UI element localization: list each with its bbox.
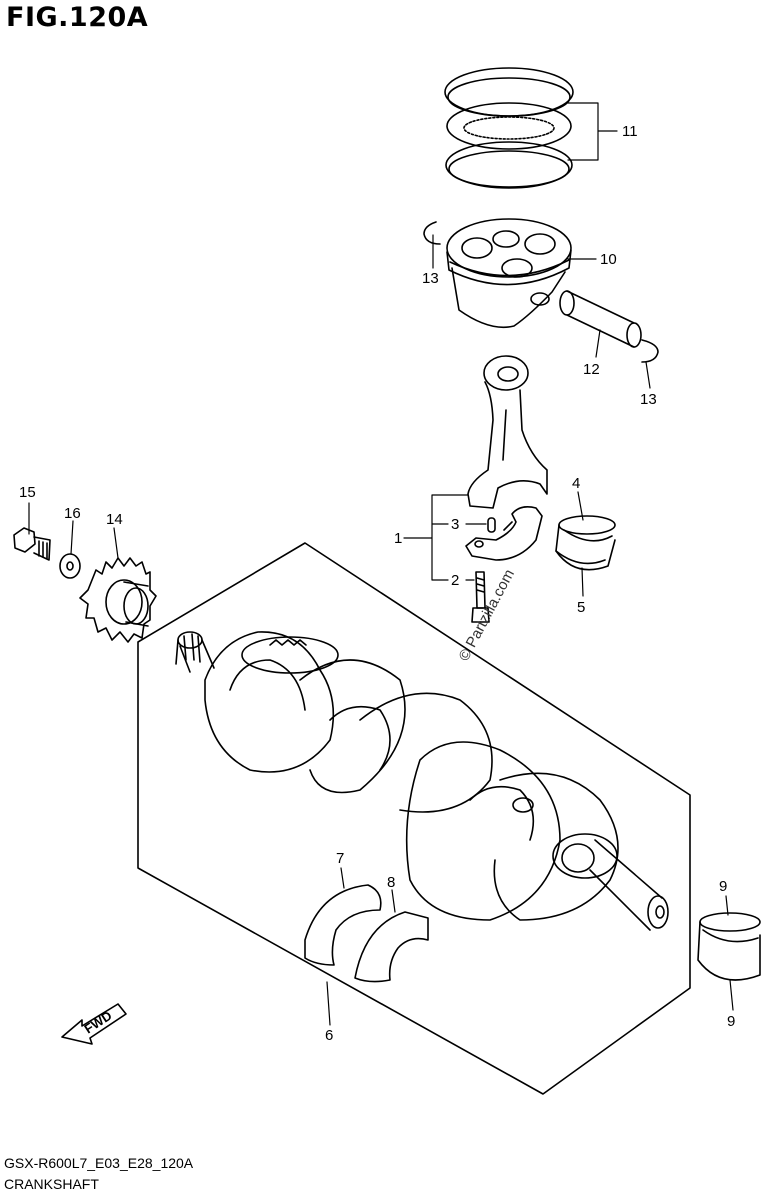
callout-12: 12: [583, 361, 600, 378]
callout-13-lower: 13: [640, 391, 657, 408]
connecting-rod: [467, 355, 548, 509]
cam-drive-sprocket: [79, 557, 157, 643]
callout-11: 11: [622, 123, 638, 140]
circlip-upper: [423, 221, 441, 245]
callout-4: 4: [572, 475, 580, 492]
callout-13-upper: 13: [422, 270, 439, 287]
callout-9-upper: 9: [719, 878, 727, 895]
callout-16: 16: [64, 505, 81, 522]
callout-14: 14: [106, 511, 123, 528]
callout-10: 10: [600, 251, 617, 268]
leader-lines: [28, 102, 734, 1026]
piston-rings: [444, 67, 574, 189]
main-bearing: [697, 912, 761, 981]
dowel-pin: [487, 517, 496, 533]
figure-title: FIG.120A: [6, 2, 149, 33]
callout-15: 15: [19, 484, 36, 501]
rod-bolt: [471, 571, 490, 623]
sprocket-bolt: [13, 527, 51, 561]
callout-3: 3: [451, 516, 459, 533]
piston: [446, 218, 572, 329]
callout-7: 7: [336, 850, 344, 867]
conrod-bearing: [555, 515, 616, 571]
figure-name: CRANKSHAFT: [4, 1176, 99, 1192]
thrust-bearing-8: [354, 911, 429, 983]
rod-cap: [465, 506, 543, 561]
crankshaft: [175, 631, 669, 931]
figure-code: GSX-R600L7_E03_E28_120A: [4, 1155, 194, 1171]
washer: [59, 553, 81, 579]
piston-pin: [559, 290, 642, 348]
circlip-lower: [641, 339, 659, 363]
crankshaft-group-box: [137, 542, 691, 1095]
callout-2: 2: [451, 572, 459, 589]
callout-8: 8: [387, 874, 395, 891]
callout-1: 1: [394, 530, 402, 547]
callout-9-lower: 9: [727, 1013, 735, 1030]
watermark: © Partzilla.com: [456, 567, 518, 664]
fwd-arrow: FWD: [61, 1003, 127, 1045]
callout-6: 6: [325, 1027, 333, 1044]
thrust-bearing-7: [304, 884, 382, 966]
callout-5: 5: [577, 599, 585, 616]
